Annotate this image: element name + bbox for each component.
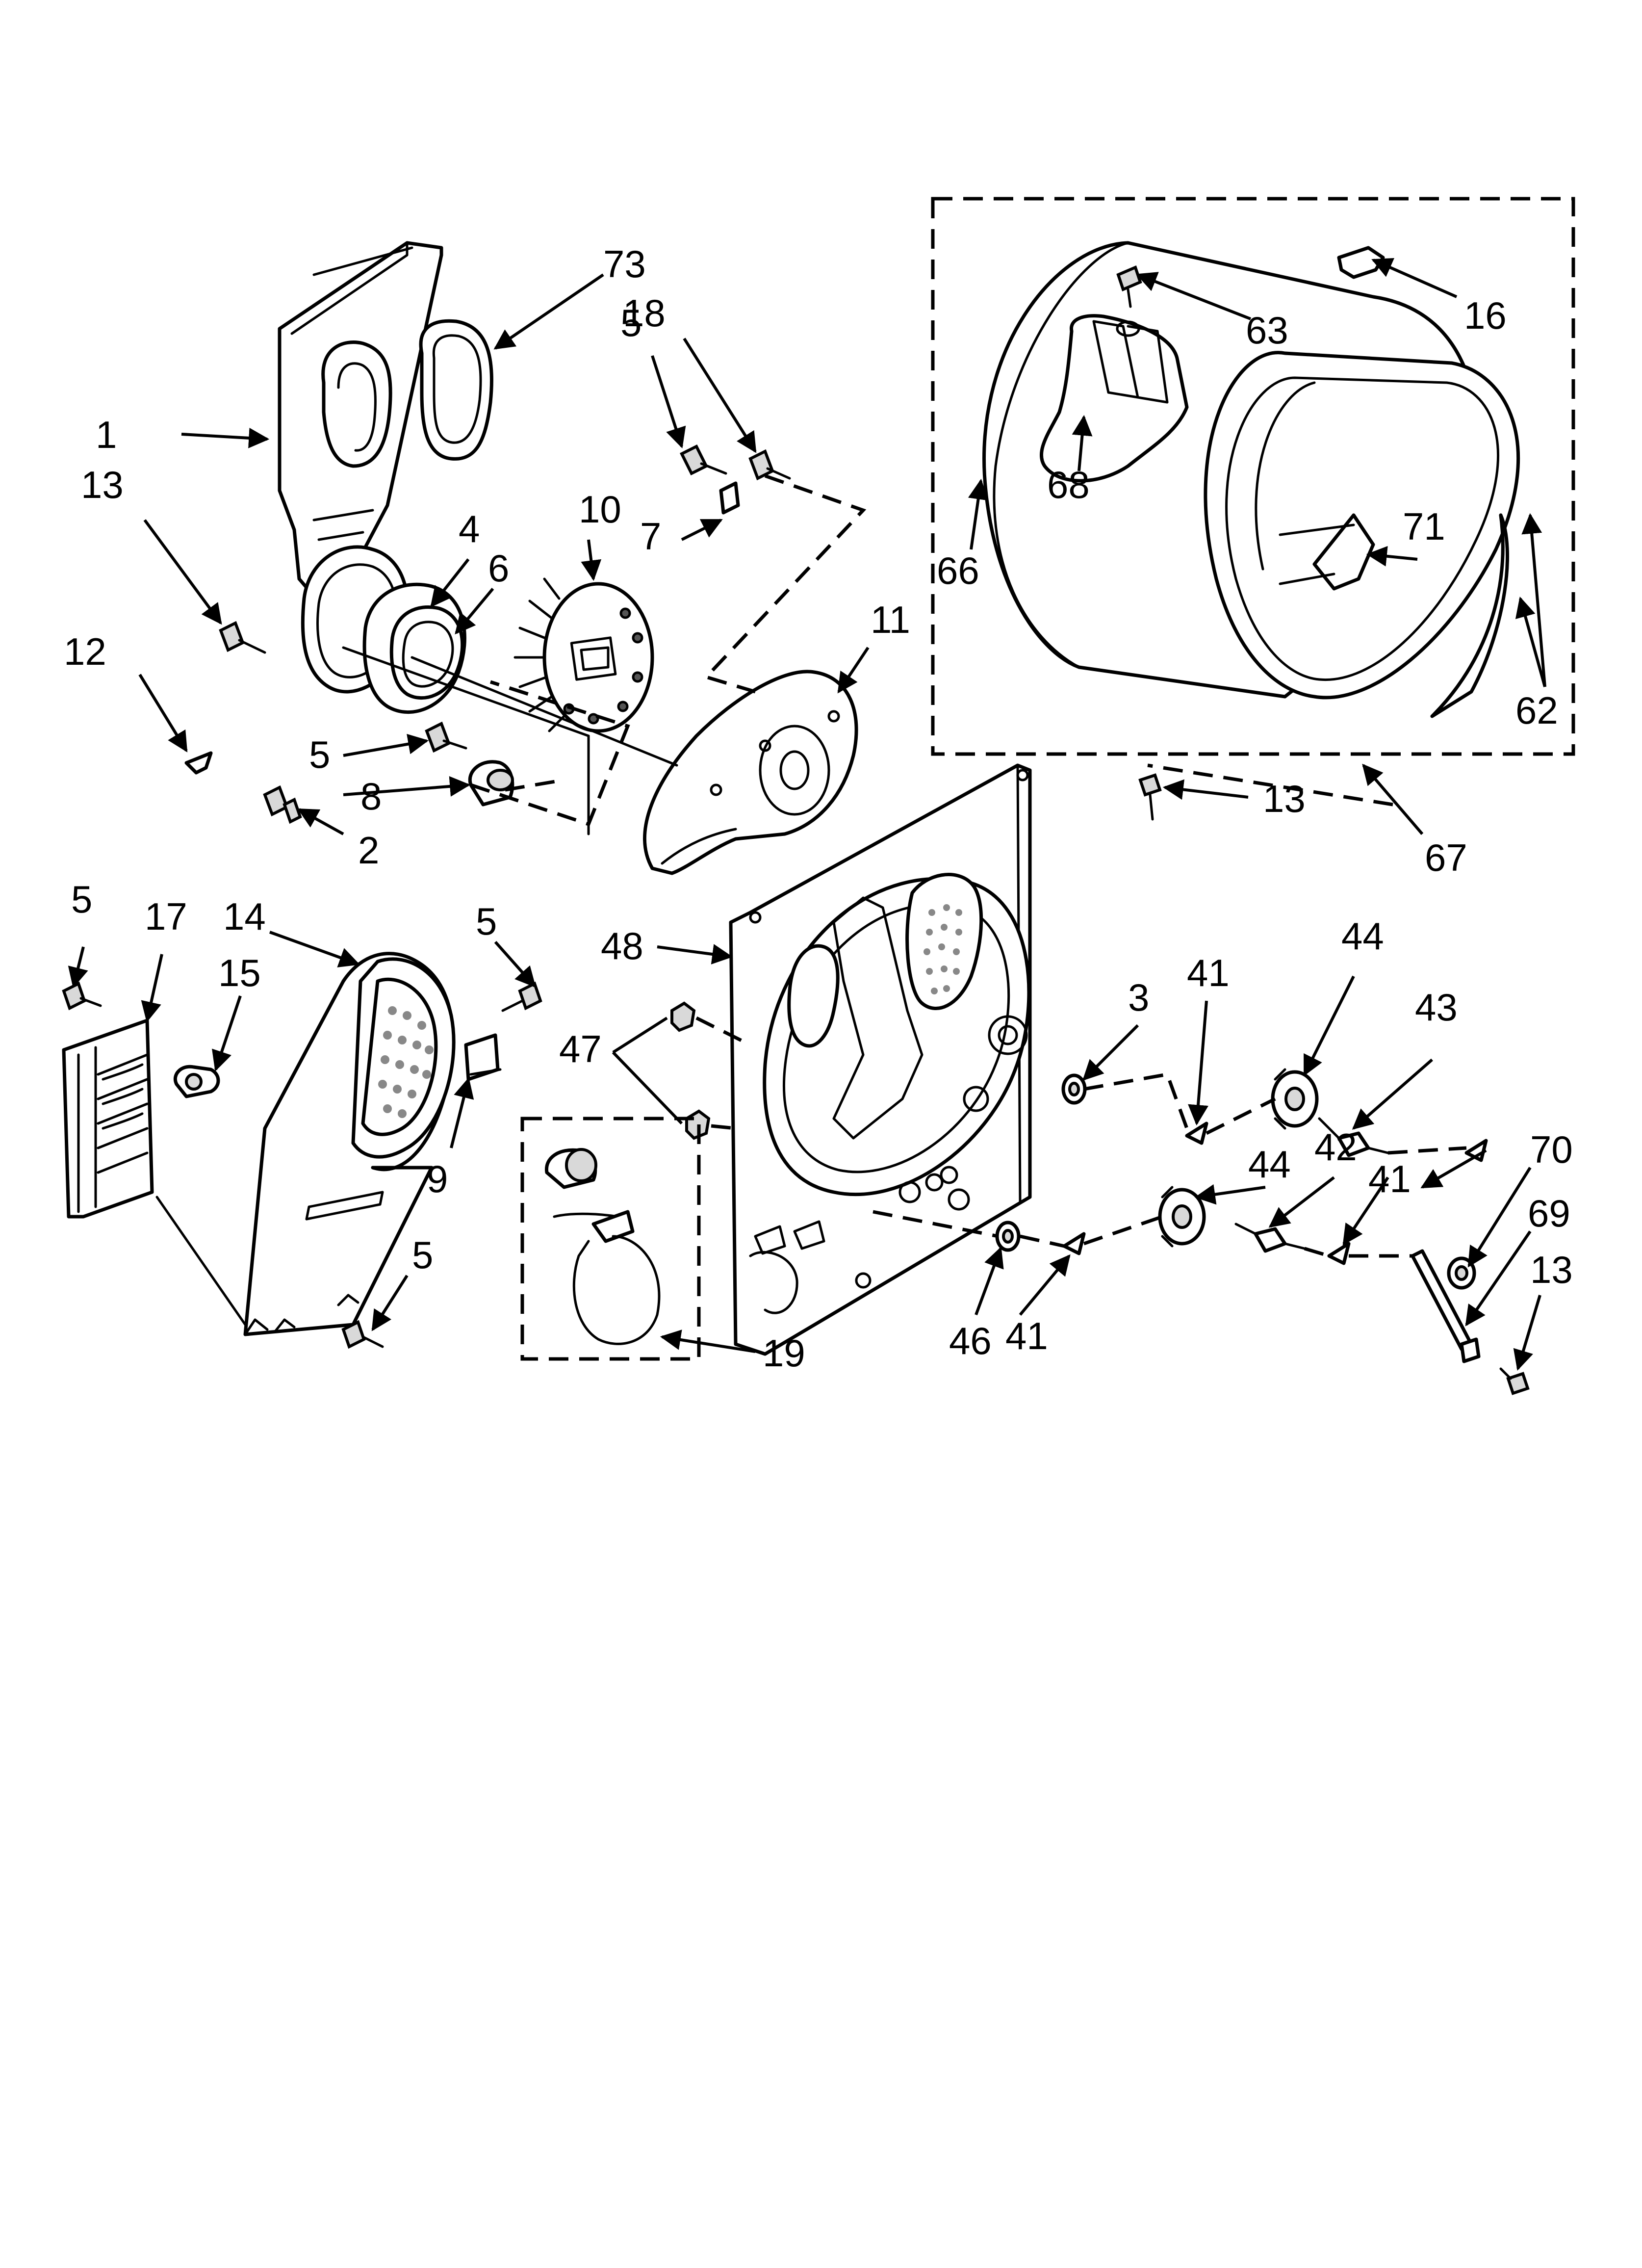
callout-41b: 41 (1005, 1314, 1048, 1357)
callout-73: 73 (603, 242, 646, 286)
callout-18: 18 (623, 291, 666, 335)
callout-13: 13 (81, 463, 124, 506)
drum-rollers (1158, 1068, 1319, 1248)
callout-44: 44 (1341, 914, 1384, 958)
heater-assembly (62, 1018, 154, 1219)
callout-14: 14 (223, 895, 266, 938)
callout-15: 15 (218, 951, 261, 994)
clip (719, 481, 740, 515)
callout-16: 16 (1464, 294, 1507, 337)
drum-assembly-boundary (931, 197, 1575, 756)
connection-lines (155, 474, 1467, 1326)
thermal-fuse (174, 1065, 220, 1098)
lint-duct-cover (243, 952, 456, 1336)
callout-46: 46 (949, 1319, 992, 1362)
callout-70: 70 (1530, 1128, 1573, 1171)
callout-5c: 5 (71, 878, 92, 921)
drum (982, 241, 1520, 718)
callout-13c: 13 (1530, 1248, 1573, 1291)
idler-bracket (1411, 1249, 1530, 1395)
roller-axles (1234, 1117, 1389, 1253)
callout-42: 42 (1314, 1125, 1357, 1169)
callout-66: 66 (937, 549, 979, 592)
callout-19: 19 (763, 1331, 805, 1375)
callout-11: 11 (871, 598, 910, 641)
callout-5d: 5 (476, 900, 497, 943)
callout-44b: 44 (1248, 1143, 1291, 1186)
leader-arrows (68, 258, 1546, 1371)
callout-labels: 1 13 12 2 4 6 5 8 73 18 5 7 10 11 63 16 … (64, 242, 1573, 1375)
callout-1: 1 (96, 413, 117, 456)
callout-6: 6 (488, 547, 509, 590)
callout-43: 43 (1415, 986, 1458, 1029)
callout-12: 12 (64, 630, 106, 673)
callout-5b: 5 (620, 301, 641, 344)
bulkhead-duct-panel (278, 241, 443, 598)
callout-3: 3 (1128, 976, 1149, 1019)
callout-2: 2 (358, 829, 379, 872)
callout-68: 68 (1047, 463, 1090, 506)
callout-71: 71 (1403, 505, 1445, 548)
callout-63: 63 (1246, 309, 1288, 352)
harness-kit (520, 1117, 701, 1361)
rear-bulkhead (729, 763, 1032, 1356)
callout-7: 7 (640, 515, 661, 558)
callout-9: 9 (427, 1157, 448, 1200)
blower-wheel (513, 577, 654, 733)
cover-screws (62, 981, 542, 1349)
callout-5e: 5 (412, 1233, 433, 1277)
callout-10: 10 (579, 488, 621, 531)
callout-41c: 41 (1368, 1157, 1411, 1200)
callout-13b: 13 (1263, 777, 1306, 820)
callout-67: 67 (1425, 836, 1467, 879)
front-seal-rings (301, 545, 466, 714)
screws (184, 444, 791, 824)
support-screw (1138, 773, 1162, 821)
callout-8: 8 (360, 775, 382, 818)
callout-41: 41 (1187, 951, 1230, 994)
callout-62: 62 (1515, 689, 1558, 732)
callout-69: 69 (1528, 1192, 1570, 1235)
callout-4: 4 (459, 507, 480, 550)
callout-47: 47 (559, 1027, 602, 1070)
callout-5: 5 (309, 733, 330, 776)
callout-48: 48 (601, 924, 643, 967)
blower-housing (643, 670, 858, 875)
callout-17: 17 (145, 895, 187, 938)
